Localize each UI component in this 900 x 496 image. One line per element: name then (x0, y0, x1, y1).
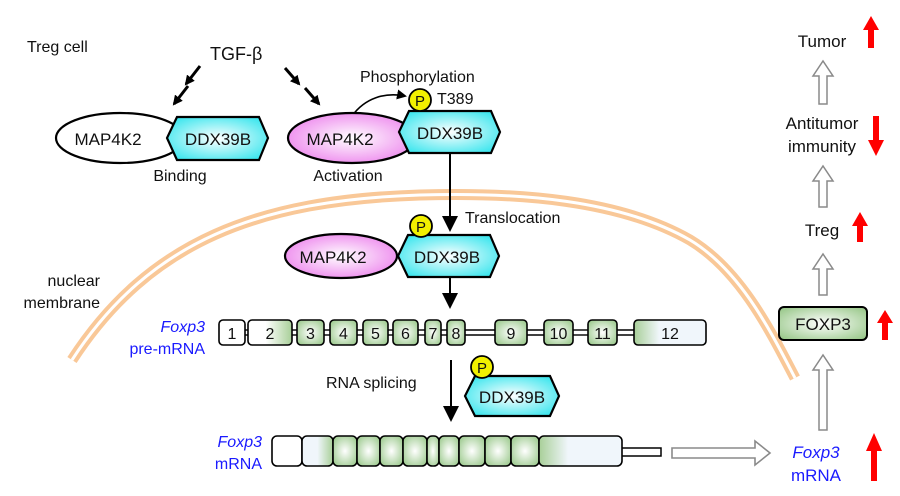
membrane-label-line1: nuclear (48, 273, 101, 290)
activation-caption: Activation (313, 168, 382, 185)
phosphorylation-label: Phosphorylation (360, 69, 475, 86)
exon-1 (218, 319, 246, 346)
ddx39b-active-label: DDX39B (417, 124, 483, 143)
cascade-foxp3-label: FOXP3 (795, 315, 851, 334)
cascade-treg-label: Treg (805, 221, 839, 240)
exon-10 (543, 319, 574, 346)
ddx39b-nuclear-shape (396, 233, 501, 279)
hollow-arrow-1 (811, 59, 835, 105)
exon-label: 1 (228, 326, 237, 343)
hollow-arrow-4 (811, 353, 835, 431)
exon-label: 4 (339, 326, 348, 343)
rna-splicing-label: RNA splicing (326, 375, 417, 392)
mrna-exon-segment (538, 435, 623, 467)
mrna-gene-label: Foxp3 (218, 434, 263, 451)
phospho-splicing-label: P (477, 360, 487, 377)
phospho-nuclear-icon (409, 214, 433, 238)
cascade-foxp3-mrna-gene: Foxp3 (792, 443, 840, 462)
foxp3-up-icon (877, 310, 893, 340)
premrna-gene-label: Foxp3 (161, 319, 206, 336)
hollow-arrow-3 (811, 252, 835, 296)
mrna-exon-segment (438, 435, 460, 467)
export-arrow (671, 439, 772, 467)
map4k2-nuclear-label: MAP4K2 (299, 248, 366, 267)
exon-label: 3 (306, 326, 315, 343)
splicing-ddx39b: DDX39B P (463, 355, 561, 418)
tgf-arrows-left (172, 65, 202, 106)
exon-label: 7 (429, 326, 438, 343)
exon-label: 10 (550, 326, 568, 343)
mrna-exon-segment (271, 435, 303, 467)
hollow-arrow-2 (811, 164, 835, 208)
mrna-exon-segment (484, 435, 512, 467)
tgf-beta-label: TGF-β (210, 44, 262, 64)
t389-label: T389 (437, 91, 474, 108)
mrna-exon-segment (510, 435, 540, 467)
tumor-up-icon (863, 16, 879, 48)
map4k2-active-label: MAP4K2 (306, 130, 373, 149)
mrna-exon-segment (301, 435, 334, 467)
ddx39b-nuclear-label: DDX39B (414, 248, 480, 267)
cascade: Tumor Antitumor immunity Treg FOXP3 Foxp… (778, 16, 893, 485)
mrna-exon-segment (379, 435, 404, 467)
exon-label: 11 (594, 326, 611, 343)
phospho-nuclear-label: P (416, 219, 426, 236)
exon-5 (362, 319, 389, 346)
phospho-icon (408, 88, 432, 112)
exon-label: 6 (401, 326, 410, 343)
phospho-label: P (415, 93, 425, 110)
exon-12 (633, 319, 707, 346)
cascade-foxp3-mrna-type: mRNA (791, 466, 842, 485)
exon-label: 9 (507, 326, 516, 343)
mature-mrna (271, 435, 662, 467)
treg-cell-label: Treg cell (27, 39, 88, 56)
nuclear-complex: MAP4K2 DDX39B P (283, 214, 501, 280)
membrane-label-line2: membrane (24, 295, 101, 312)
polya-tail (620, 447, 662, 457)
left-complex: MAP4K2 DDX39B Binding (54, 111, 270, 185)
mrna-exon-segment (356, 435, 381, 467)
foxp3-protein-box (778, 306, 868, 341)
exon-3 (296, 319, 325, 346)
binding-caption: Binding (153, 168, 206, 185)
cascade-antitumor-label: Antitumor (786, 114, 859, 133)
immunity-down-icon (868, 116, 884, 156)
exon-7 (424, 319, 442, 346)
ddx39b-left-label: DDX39B (185, 130, 251, 149)
exon-4 (329, 319, 358, 346)
exon-label: 12 (661, 326, 679, 343)
mrna-type-label: mRNA (215, 456, 262, 473)
exon-9 (494, 319, 528, 346)
ddx39b-splicing-label: DDX39B (479, 388, 545, 407)
translocation-label: Translocation (465, 210, 560, 227)
nuclear-membrane (67, 188, 800, 381)
active-complex: Phosphorylation MAP4K2 DDX39B P T389 Act… (286, 69, 502, 185)
ddx39b-active-shape (397, 109, 502, 155)
premrna-type-label: pre-mRNA (129, 341, 205, 358)
map4k2-inactive-label: MAP4K2 (74, 130, 141, 149)
mrna-exon-segment (458, 435, 486, 467)
exon-2 (247, 319, 293, 346)
exon-label: 8 (452, 326, 461, 343)
exon-11 (587, 319, 618, 346)
mrna-exon-segment (332, 435, 358, 467)
phospho-splicing-icon (470, 355, 494, 379)
cascade-immunity-label: immunity (788, 137, 857, 156)
exon-label: 5 (371, 326, 380, 343)
cascade-tumor-label: Tumor (798, 32, 847, 51)
ddx39b-splicing-shape (463, 374, 561, 418)
treg-up-icon (852, 212, 868, 242)
exon-label: 2 (266, 326, 275, 343)
tgf-arrows-right (283, 67, 321, 106)
exon-6 (392, 319, 419, 346)
mrna-exon-segment (402, 435, 428, 467)
exon-8 (446, 319, 466, 346)
mrna-exon-segment (426, 435, 440, 467)
ddx39b-left-shape (165, 115, 270, 162)
foxp3-mrna-up-icon (866, 433, 882, 481)
